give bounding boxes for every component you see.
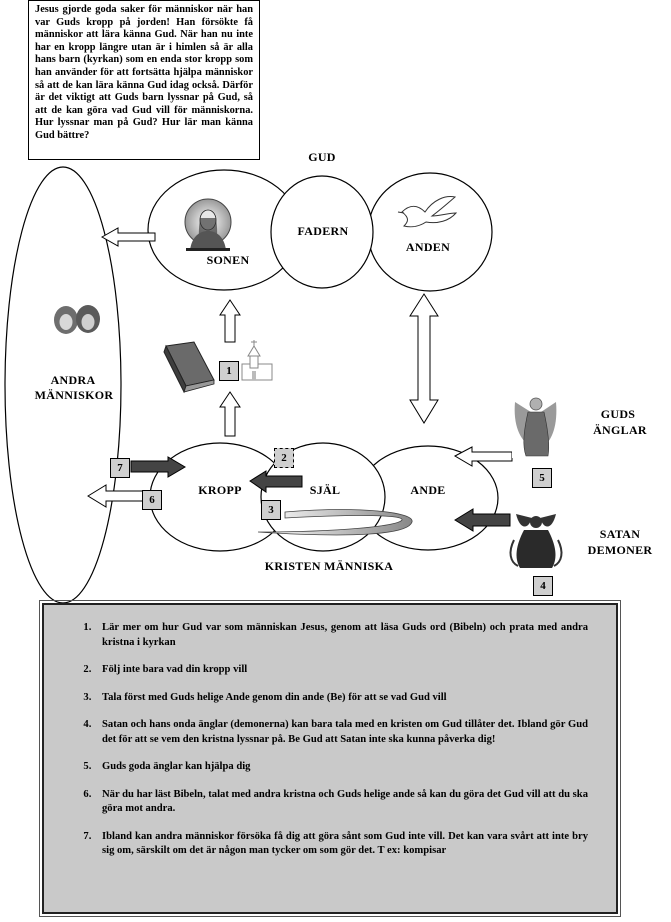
angel-icon — [512, 392, 558, 458]
arrow-andra-to-kropp — [130, 456, 186, 478]
arrow-sjal-to-kropp — [249, 470, 303, 493]
people-photo-icon — [52, 305, 104, 339]
list-item: Följ inte bara vad din kropp vill — [94, 663, 588, 678]
label-demoner: DEMONER — [587, 543, 653, 557]
arrow-sonen-to-andra — [100, 227, 156, 247]
list-item: Satan och hans onda änglar (demonerna) k… — [94, 718, 588, 747]
anden-circle — [367, 172, 493, 292]
badge-7: 7 — [110, 458, 130, 478]
badge-4: 4 — [533, 576, 553, 596]
label-fadern: FADERN — [297, 224, 349, 238]
label-sjal: SJÄL — [309, 483, 341, 497]
arrow-up-from-kropp — [219, 391, 241, 437]
label-satan: SATAN — [599, 527, 641, 541]
label-gud: GUD — [308, 150, 336, 164]
list-item: Guds goda änglar kan hjälpa dig — [94, 760, 588, 775]
label-ande: ANDE — [410, 483, 446, 497]
label-kristen-manniska: KRISTEN MÄNNISKA — [264, 559, 394, 573]
badge-2: 2 — [274, 448, 294, 468]
sjal-circle — [260, 442, 386, 552]
label-manniskor: MÄNNISKOR — [34, 388, 114, 402]
label-andra: ANDRA — [50, 373, 96, 387]
swoosh-arrow — [257, 509, 413, 536]
list-item: Lär mer om hur Gud var som människan Jes… — [94, 621, 588, 650]
church-icon — [241, 340, 273, 381]
jesus-icon — [184, 198, 232, 251]
demon-icon — [509, 506, 563, 570]
bible-icon — [163, 341, 215, 394]
badge-3: 3 — [261, 500, 281, 520]
instructions-box: Lär mer om hur Gud var som människan Jes… — [39, 600, 621, 917]
label-anglar: ÄNGLAR — [593, 423, 647, 437]
instructions-list: Lär mer om hur Gud var som människan Jes… — [64, 621, 588, 859]
fadern-circle — [270, 175, 374, 289]
list-item: Ibland kan andra människor försöka få di… — [94, 830, 588, 859]
label-sonen: SONEN — [206, 253, 250, 267]
arrow-up-to-sonen — [219, 299, 241, 343]
badge-5: 5 — [532, 468, 552, 488]
label-kropp: KROPP — [198, 483, 242, 497]
list-item: När du har läst Bibeln, talat med andra … — [94, 788, 588, 817]
dove-icon — [397, 196, 458, 228]
arrow-demoner-to-ande — [454, 508, 511, 532]
arrow-double-anden-ande — [409, 293, 439, 424]
badge-1: 1 — [219, 361, 239, 381]
list-item: Tala först med Guds helige Ande genom di… — [94, 691, 588, 706]
badge-6: 6 — [142, 490, 162, 510]
intro-text-box: Jesus gjorde goda saker för människor nä… — [28, 0, 260, 160]
label-guds: GUDS — [600, 407, 636, 421]
label-anden: ANDEN — [405, 240, 451, 254]
